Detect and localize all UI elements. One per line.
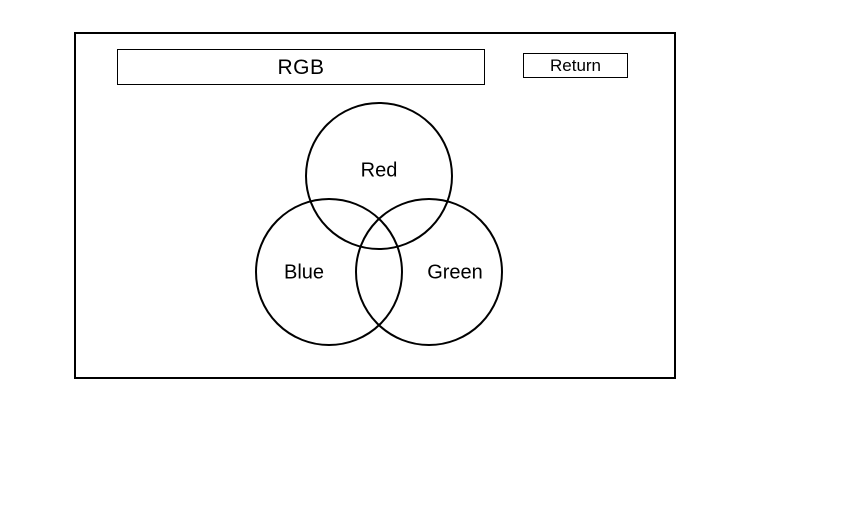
venn-label-blue: Blue [284, 261, 324, 283]
application-panel: RGB Return Red Blue Green [74, 32, 676, 379]
venn-label-green: Green [427, 261, 483, 283]
rgb-input-field[interactable]: RGB [117, 49, 485, 85]
venn-label-red: Red [361, 159, 398, 181]
rgb-input-value: RGB [277, 55, 325, 79]
venn-circle-blue[interactable] [255, 198, 403, 346]
venn-circle-red[interactable] [305, 102, 453, 250]
toolbar: RGB Return [76, 34, 674, 94]
venn-circle-green[interactable] [355, 198, 503, 346]
return-button-label: Return [549, 56, 602, 75]
return-button[interactable]: Return [523, 53, 628, 78]
